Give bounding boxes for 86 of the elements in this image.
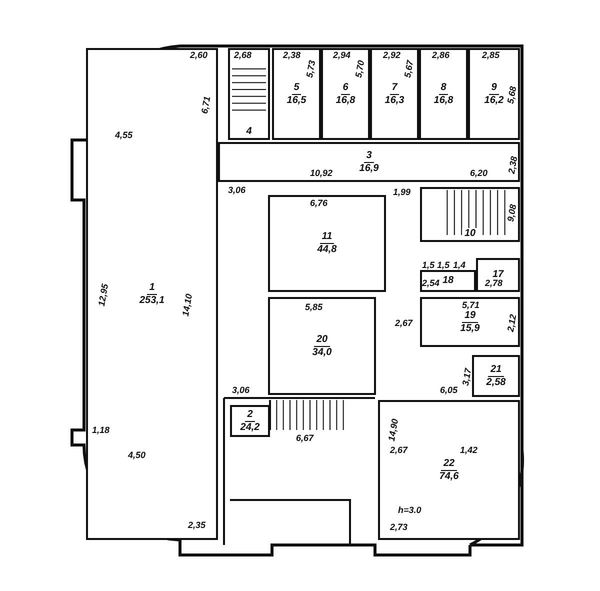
dimension-label: 2,68: [234, 50, 252, 60]
dimension-label: 12,95: [96, 283, 110, 307]
dimension-label: 6,67: [296, 433, 314, 443]
dimension-label: 2,67: [395, 318, 413, 328]
room-area: 16,3: [382, 94, 406, 106]
room-area: 16,2: [482, 94, 506, 106]
dimension-label: 4,50: [128, 450, 146, 460]
room: [321, 48, 370, 140]
room-number: 7: [390, 82, 400, 94]
room-number: 6: [340, 82, 350, 94]
dimension-label: 5,71: [462, 300, 480, 310]
room: [420, 187, 520, 242]
dimension-label: 10,92: [310, 168, 333, 178]
dimension-label: 2,85: [482, 50, 500, 60]
dimension-label: 14,90: [386, 418, 400, 442]
room-number: 8: [438, 82, 448, 94]
dimension-label: 5,67: [402, 60, 416, 78]
room-number: 5: [292, 82, 302, 94]
dimension-label: 2,54: [422, 278, 440, 288]
dimension-label: 1,5: [437, 260, 450, 270]
dimension-label: 6,71: [199, 96, 212, 114]
room-number: 2: [245, 408, 255, 422]
room: [468, 48, 520, 140]
room-number: 20: [314, 334, 330, 346]
room-area: 44,8: [315, 244, 339, 256]
room-area: 24,2: [238, 422, 262, 434]
dimension-label: 2,38: [283, 50, 301, 60]
room-area: 15,9: [458, 322, 482, 334]
room-number: 9: [489, 82, 499, 94]
dimension-label: 2,38: [506, 156, 520, 174]
room: [272, 48, 321, 140]
dimension-label: 6,20: [470, 168, 488, 178]
room: [420, 270, 476, 292]
room: [230, 405, 270, 437]
room: [218, 142, 520, 182]
room-number: 1: [147, 282, 157, 294]
room-area: 16,8: [334, 94, 358, 106]
dimension-label: 1,42: [460, 445, 478, 455]
dimension-label: 4,55: [115, 130, 133, 140]
room: [86, 48, 218, 540]
dimension-label: 5,70: [353, 60, 366, 78]
dimension-label: 2,92: [383, 50, 401, 60]
room-number: 21: [488, 364, 504, 376]
dimension-label: 2,60: [190, 50, 208, 60]
dimension-label: 5,73: [304, 60, 318, 78]
room: [370, 48, 419, 140]
dimension-label: 2,67: [390, 445, 408, 455]
dimension-label: 1,4: [453, 260, 466, 270]
room: [419, 48, 468, 140]
dimension-label: 1,18: [92, 425, 110, 435]
room: [420, 297, 520, 347]
room-number: 22: [441, 458, 457, 470]
room: [268, 195, 386, 292]
room: [472, 355, 520, 397]
room-number: 19: [462, 310, 478, 322]
dimension-label: 5,68: [505, 86, 518, 104]
dimension-label: 3,17: [460, 368, 474, 386]
dimension-label: 2,86: [432, 50, 450, 60]
dimension-label: 6,76: [310, 198, 328, 208]
dimension-label: 2,73: [390, 522, 408, 532]
dimension-label: 5,85: [305, 302, 323, 312]
dimension-label: 2,94: [333, 50, 351, 60]
room-area: 34,0: [310, 346, 334, 358]
dimension-label: h=3.0: [398, 505, 422, 515]
room-number: 11: [320, 231, 334, 244]
room-area: 16,8: [432, 94, 456, 106]
room-area: 16,9: [357, 162, 381, 174]
room: [228, 48, 270, 140]
dimension-label: 3,06: [228, 185, 246, 195]
dimension-label: 2,35: [188, 520, 206, 530]
room-area: 2,58: [484, 376, 508, 388]
dimension-label: 6,05: [440, 385, 458, 395]
room: [378, 400, 520, 540]
dimension-label: 1,99: [393, 187, 411, 197]
dimension-label: 2,78: [485, 278, 503, 288]
room: [268, 297, 376, 395]
room: [476, 258, 520, 292]
room-area: 253,1: [137, 294, 167, 306]
dimension-label: 2,12: [505, 314, 518, 332]
room-number: 3: [364, 150, 374, 162]
room-area: 74,6: [437, 470, 461, 482]
dimension-label: 3,06: [232, 385, 250, 395]
room-area: 16,5: [284, 94, 308, 106]
dimension-label: 1,5: [422, 260, 435, 270]
dimension-label: 14,10: [180, 293, 194, 317]
dimension-label: 9,08: [505, 204, 518, 222]
